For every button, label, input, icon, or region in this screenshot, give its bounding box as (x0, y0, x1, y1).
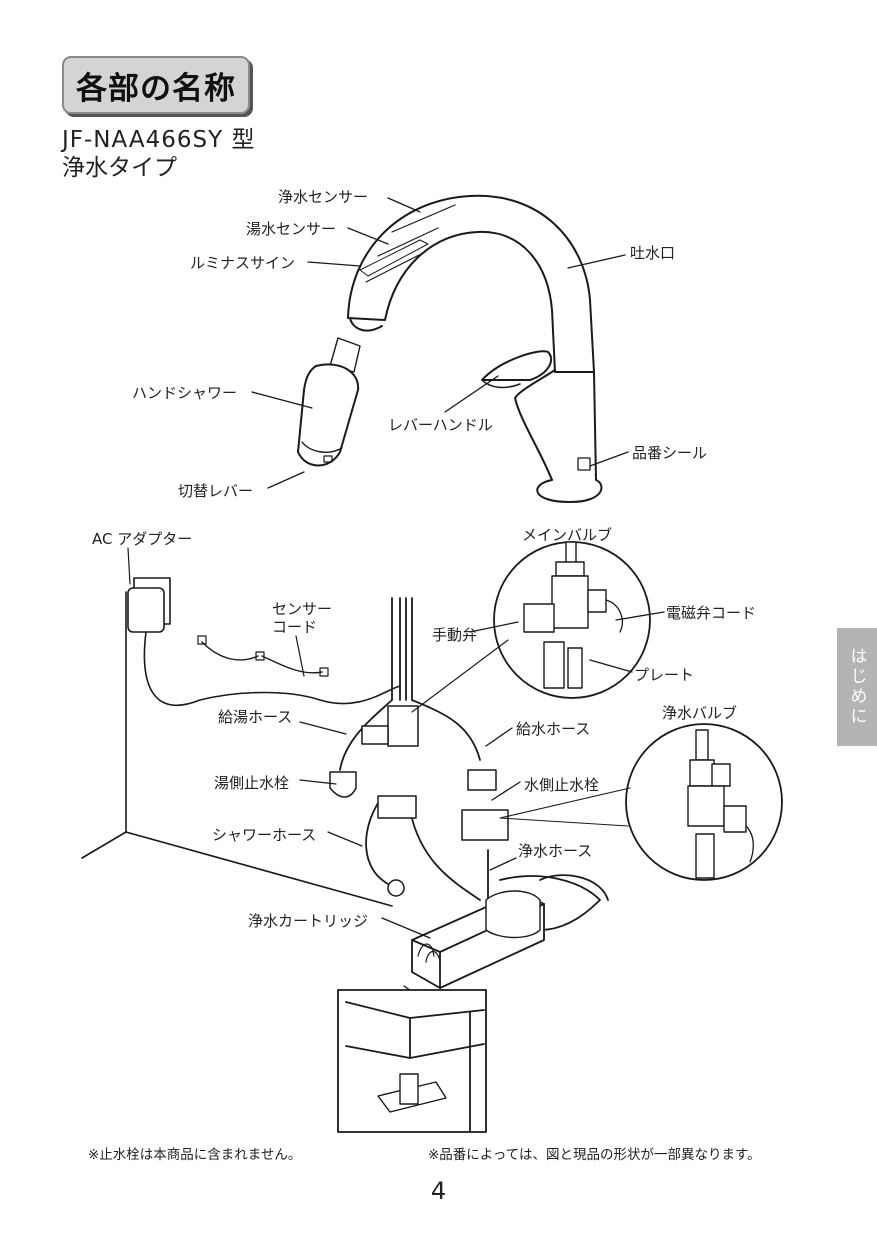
label-plate: プレート (634, 666, 695, 684)
label-hot-sensor: 湯水センサー (246, 220, 337, 238)
label-switch-lever: 切替レバー (178, 482, 254, 500)
label-sensor-cord-2: コード (272, 618, 318, 636)
chapter-tab-label: はじめに (846, 647, 867, 727)
label-manual-valve: 手動弁 (432, 626, 478, 644)
main-valve-detail (493, 541, 651, 699)
label-cold-supply-hose: 給水ホース (516, 720, 591, 738)
label-purified-hose: 浄水ホース (518, 842, 593, 860)
cabinet-inset (337, 989, 487, 1133)
label-part-number-seal: 品番シール (632, 444, 708, 462)
section-title-box: 各部の名称 (62, 56, 250, 114)
label-shower-hose: シャワーホース (212, 826, 317, 844)
label-cartridge: 浄水カートリッジ (248, 912, 369, 930)
section-title: 各部の名称 (76, 70, 236, 107)
label-hand-shower: ハンドシャワー (132, 384, 238, 402)
label-ac-adapter: AC アダプター (92, 530, 193, 548)
note-shape-difference: ※品番によっては、図と現品の形状が一部異なります。 (428, 1147, 761, 1163)
label-purified-valve: 浄水バルブ (662, 704, 738, 722)
label-cold-stop-valve: 水側止水栓 (524, 776, 600, 794)
under-sink-pipes (339, 597, 609, 931)
label-hot-supply-hose: 給湯ホース (218, 708, 293, 726)
label-purified-sensor: 浄水センサー (278, 188, 369, 206)
label-luminous-sign: ルミナスサイン (190, 254, 296, 272)
ac-adapter-illustration (127, 547, 401, 707)
product-type: 浄水タイプ (62, 155, 177, 181)
cartridge-illustration (411, 890, 545, 989)
faucet-illustration (297, 194, 603, 503)
label-main-valve: メインバルブ (522, 526, 613, 544)
label-hot-stop-valve: 湯側止水栓 (214, 774, 290, 792)
label-solenoid-cord: 電磁弁コード (666, 604, 757, 622)
note-stop-valve: ※止水栓は本商品に含まれません。 (88, 1147, 302, 1163)
label-spout: 吐水口 (630, 244, 676, 262)
label-lever-handle: レバーハンドル (388, 416, 493, 434)
page-number: 4 (430, 1177, 447, 1205)
label-sensor-cord-1: センサー (272, 600, 333, 618)
model-number: JF-NAA466SY 型 (62, 127, 256, 153)
purified-valve-detail (625, 723, 783, 881)
chapter-tab[interactable]: はじめに (837, 628, 877, 746)
